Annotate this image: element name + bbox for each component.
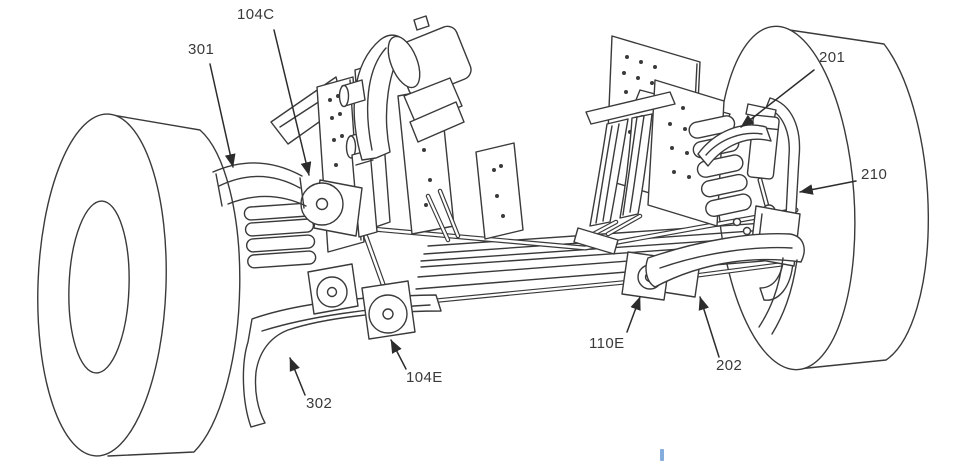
- callout-label-104C: 104C: [237, 6, 275, 23]
- left-diagonal-braces: [425, 188, 461, 243]
- left-wheel-hub-hole: [68, 200, 130, 374]
- left-suspension: [212, 62, 524, 428]
- callout-label-110E: 110E: [589, 335, 625, 352]
- tie-rod: [347, 207, 799, 251]
- right-diagonal-braces: [573, 213, 643, 255]
- motor-body: [387, 15, 472, 143]
- knuckle-cap-arcs-301: [212, 162, 307, 209]
- callout-arrows: [209, 29, 857, 396]
- lower-pivot-bushing-104E: [361, 280, 416, 340]
- callout-arrow-301: [209, 63, 236, 168]
- callout-arrow-302: [289, 357, 306, 396]
- callout-label-202: 202: [716, 357, 743, 374]
- callout-label-201: 201: [819, 49, 846, 66]
- callout-arrow-202: [698, 296, 720, 358]
- upper-control-arm: [697, 124, 772, 167]
- callout-arrow-104C: [273, 29, 312, 176]
- right-leaf-legs: [589, 113, 653, 227]
- callout-label-210: 210: [861, 166, 888, 183]
- callout-arrow-201: [740, 69, 815, 128]
- left-wheel: [37, 113, 241, 457]
- callout-arrow-104E: [390, 339, 407, 370]
- left-coil-spring: [243, 202, 317, 269]
- lower-control-arm-202: [645, 233, 805, 335]
- callout-label-302: 302: [306, 395, 333, 412]
- callout-arrow-210: [799, 180, 857, 195]
- stray-blue-mark: [660, 449, 664, 461]
- callout-label-104E: 104E: [406, 369, 443, 386]
- mid-pivot-bushing: [307, 263, 359, 315]
- right-suspension: [573, 35, 805, 335]
- actuator-motor: [338, 15, 472, 161]
- upper-pivot-bushing-104C: [300, 179, 363, 237]
- callout-label-301: 301: [188, 41, 215, 58]
- callout-arrow-110E: [626, 296, 641, 333]
